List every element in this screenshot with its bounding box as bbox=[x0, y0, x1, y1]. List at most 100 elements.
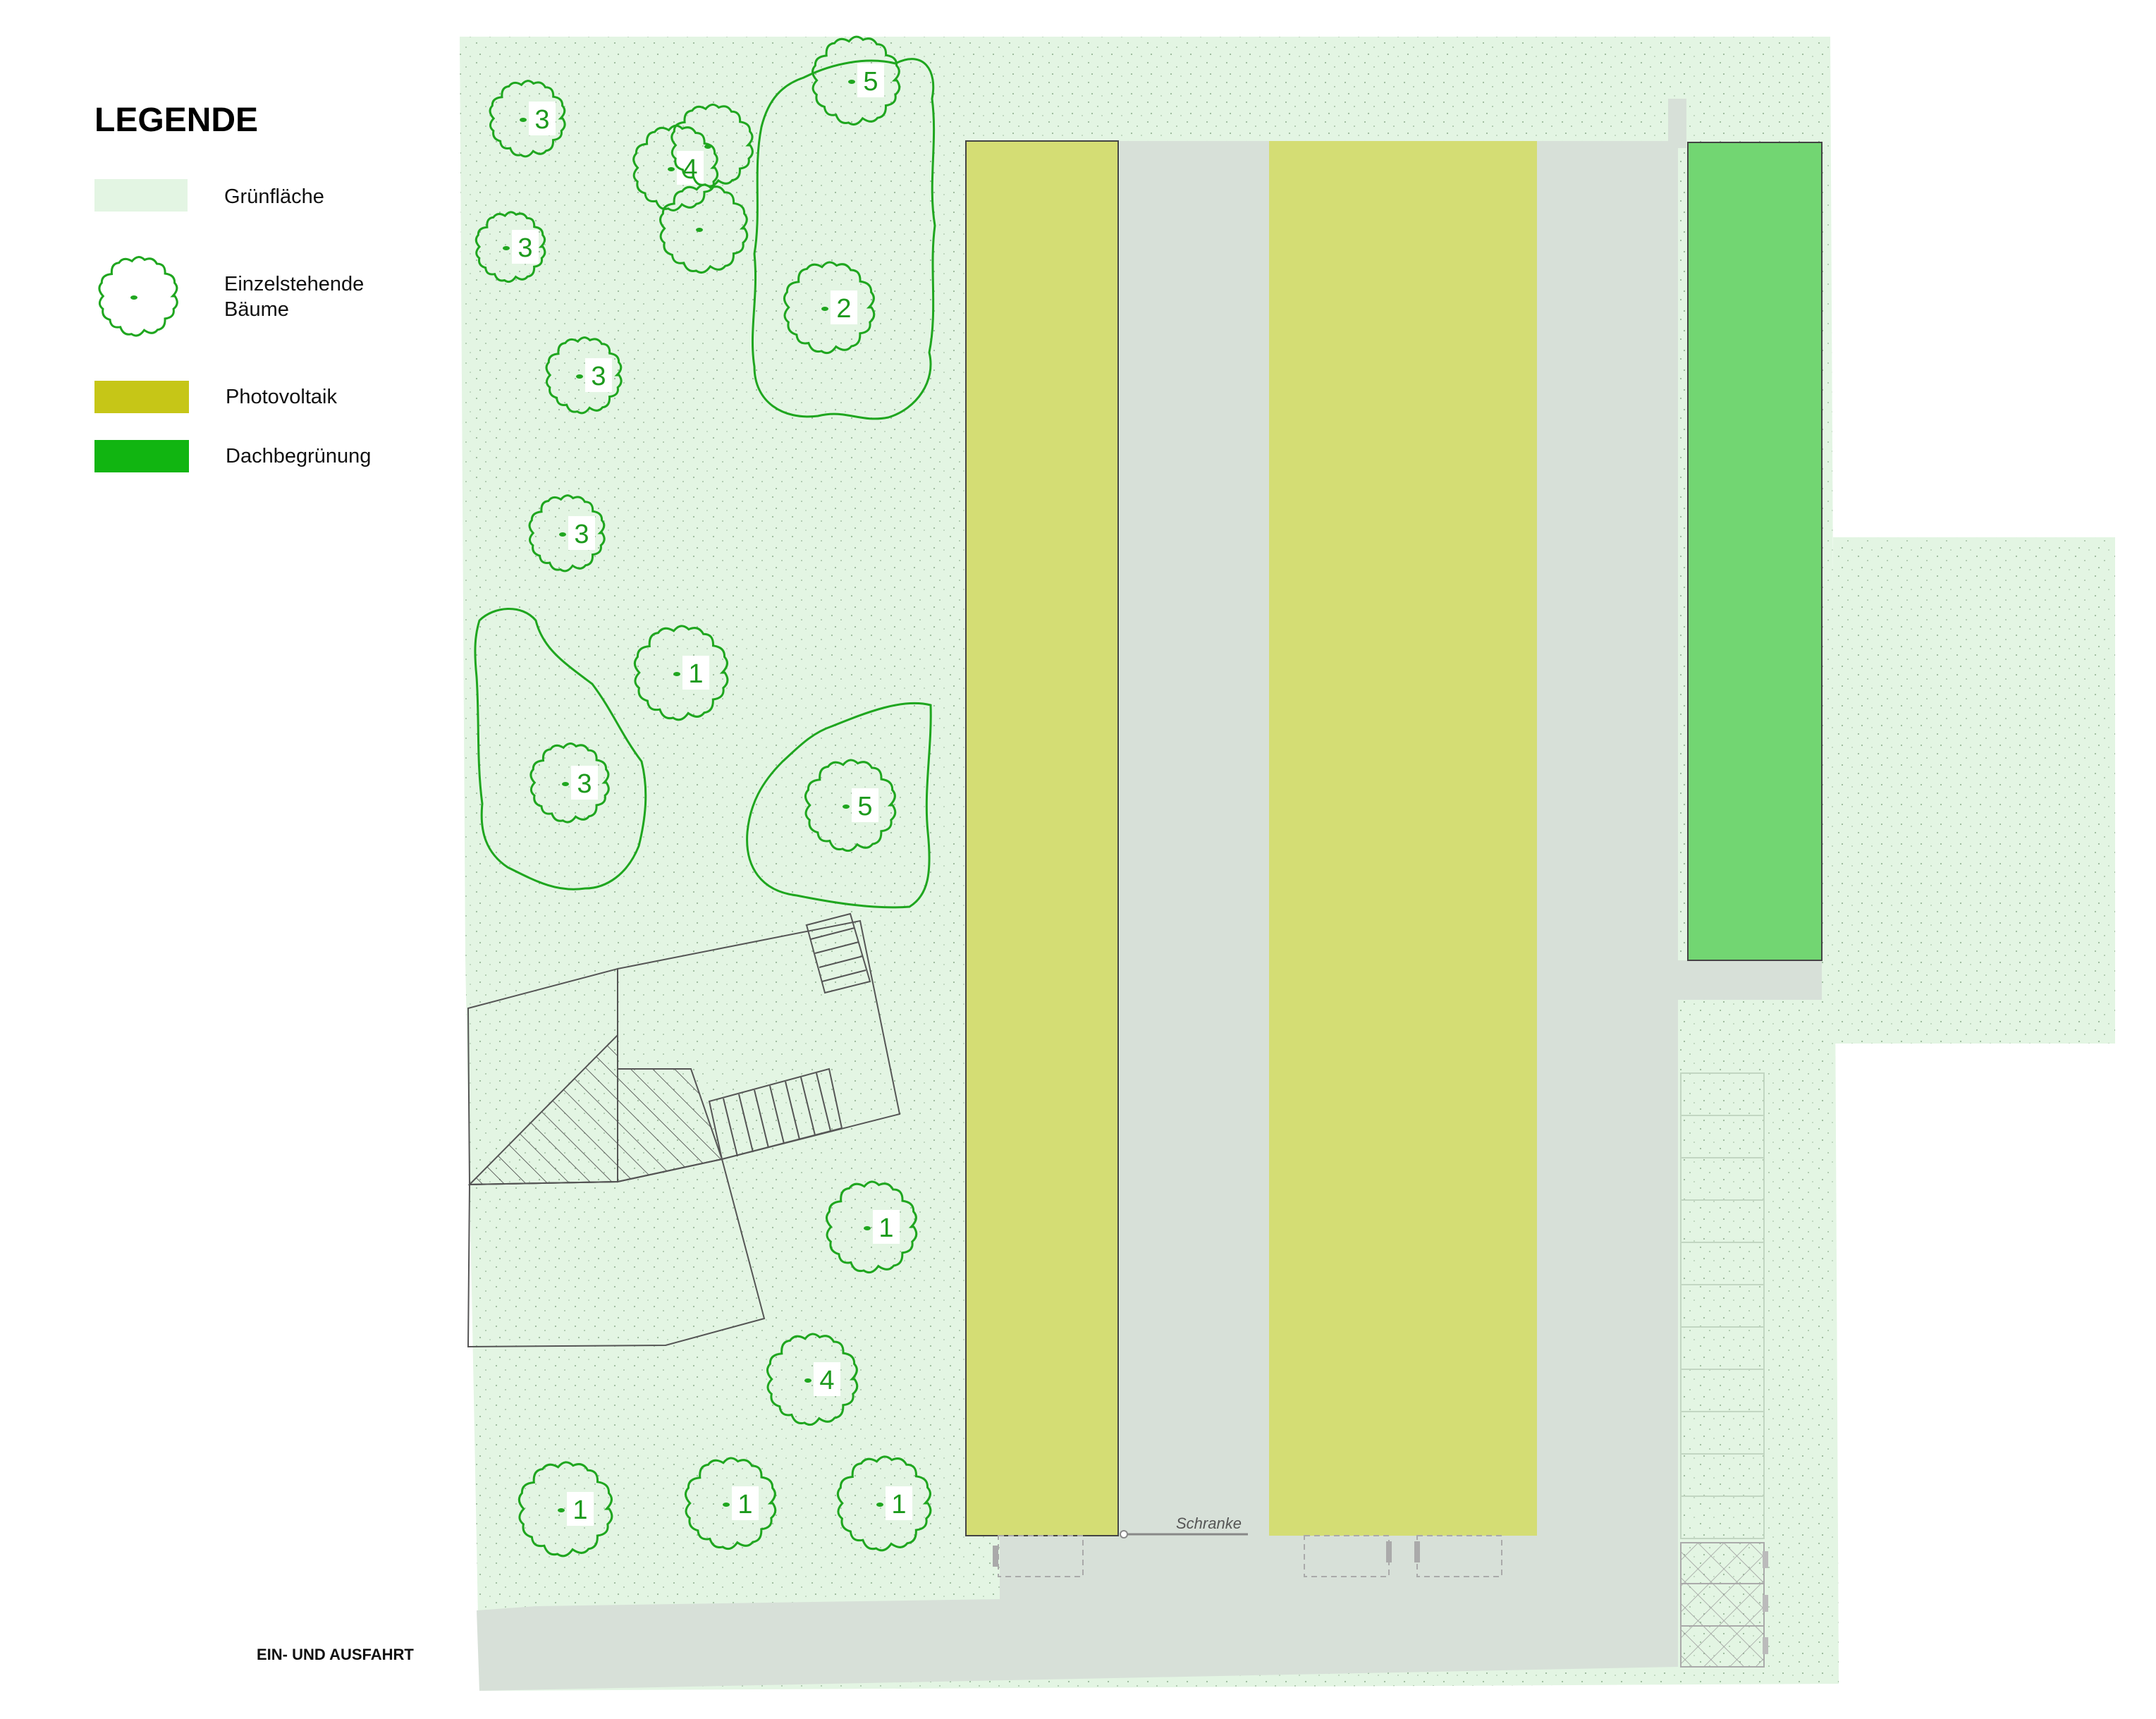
tree-9: 3 bbox=[529, 742, 610, 824]
legend-label-trees-line1: Einzelstehende bbox=[224, 273, 364, 295]
tree-trunk-mark bbox=[848, 80, 855, 84]
tree-trunk-mark bbox=[558, 1508, 565, 1512]
tree-label-bg bbox=[831, 290, 857, 324]
tree-trunk-mark bbox=[876, 1503, 883, 1507]
tree-crown bbox=[783, 261, 876, 355]
tree-2: 3 bbox=[489, 80, 566, 158]
tree-label-bg bbox=[732, 1486, 759, 1520]
tree-1: 5 bbox=[811, 35, 901, 126]
tree-crown bbox=[474, 211, 546, 283]
bike-shelter bbox=[1680, 1542, 1768, 1668]
legend-title: LEGENDE bbox=[94, 102, 258, 139]
tree-crown bbox=[659, 183, 749, 274]
pv-group bbox=[965, 140, 1537, 1536]
road-group bbox=[477, 99, 1822, 1691]
tree-crown bbox=[766, 1333, 859, 1426]
road-bottom bbox=[477, 1536, 1678, 1691]
legend-swatch-green-roof bbox=[94, 440, 189, 472]
tree-label: 1 bbox=[878, 1213, 893, 1243]
tree-label-bg bbox=[873, 1210, 900, 1244]
tree-trunk-mark bbox=[668, 167, 675, 171]
legend-label-green-area: Grünfläche bbox=[224, 185, 324, 208]
road-connector bbox=[1678, 960, 1822, 1000]
parking-stalls bbox=[1680, 1072, 1765, 1539]
tree-label-bg bbox=[814, 1362, 840, 1396]
tree-crown bbox=[811, 35, 901, 126]
tree-label: 3 bbox=[591, 362, 606, 391]
tree-trunk-mark bbox=[520, 118, 527, 122]
tree-crown bbox=[632, 124, 718, 212]
tree-label-bg bbox=[585, 358, 612, 392]
road-notch bbox=[1668, 99, 1686, 148]
tree-label: 1 bbox=[891, 1490, 906, 1519]
tree-trunk-mark bbox=[723, 1503, 730, 1507]
tree-5: 2 bbox=[783, 261, 876, 355]
legend-swatch-photovoltaic bbox=[94, 381, 189, 413]
tree-crown bbox=[670, 103, 754, 188]
tree-crown bbox=[685, 1457, 777, 1550]
shrub-group-middle-left bbox=[474, 608, 647, 891]
terrace-structure bbox=[467, 912, 901, 1348]
tree-icon-shape bbox=[670, 103, 754, 188]
tree-trunk-mark bbox=[843, 805, 850, 809]
tree-trunk-mark bbox=[704, 145, 711, 149]
road-lane-1 bbox=[1120, 141, 1269, 1558]
legend-label-trees-line2: Bäume bbox=[224, 298, 289, 321]
tree-label: 1 bbox=[572, 1495, 587, 1525]
tree-trunk-mark bbox=[696, 228, 703, 232]
barrier: Schranke bbox=[1120, 1515, 1248, 1538]
tree-label: 1 bbox=[737, 1490, 752, 1519]
tree-7: 3 bbox=[528, 494, 606, 573]
tree-crown bbox=[836, 1455, 932, 1552]
tree-label-bg bbox=[857, 63, 884, 97]
tree-label: 5 bbox=[863, 67, 878, 97]
barrier-label: Schranke bbox=[1176, 1515, 1242, 1532]
tree-label-bg bbox=[886, 1486, 912, 1520]
tree-crown bbox=[98, 256, 178, 337]
tree-8: 1 bbox=[633, 625, 729, 721]
tree-label: 3 bbox=[574, 520, 589, 549]
entrance-label: EIN- UND AUSFAHRT bbox=[257, 1646, 414, 1663]
tree-crown bbox=[633, 625, 729, 721]
shrub-group-middle-right bbox=[746, 702, 932, 909]
green-roof bbox=[1687, 142, 1823, 961]
shrub-groups bbox=[474, 58, 936, 909]
tree-label: 3 bbox=[534, 105, 549, 135]
tree-label-bg bbox=[571, 766, 598, 800]
tree-trunk-mark bbox=[864, 1226, 871, 1230]
tree-crown bbox=[826, 1180, 918, 1274]
tree-icon-shape bbox=[659, 183, 749, 274]
tree-label-bg bbox=[677, 151, 704, 185]
legend: LEGENDE Grünfläche Einzelstehende Bäume … bbox=[94, 102, 371, 472]
tree-trunk-mark bbox=[821, 307, 828, 311]
shrub-group-north bbox=[751, 58, 936, 420]
tree-trunk-mark bbox=[503, 246, 510, 250]
pv-roof-west bbox=[965, 140, 1119, 1536]
tree-label-bg bbox=[529, 102, 556, 135]
tree-trunk-mark bbox=[130, 295, 137, 300]
tree-label: 3 bbox=[517, 233, 532, 263]
tree-crown bbox=[529, 742, 610, 824]
road-lane-2 bbox=[1537, 141, 1678, 1558]
tree-crown bbox=[804, 759, 897, 852]
tree-label-bg bbox=[568, 516, 595, 550]
tree-label-bg bbox=[512, 230, 539, 264]
tree-icon bbox=[98, 256, 178, 337]
tree-11: 1 bbox=[826, 1180, 918, 1274]
tree-trunk-mark bbox=[559, 532, 566, 537]
green-area-east-texture bbox=[1833, 537, 2115, 1044]
tree-crown bbox=[528, 494, 606, 573]
tree-label-bg bbox=[567, 1492, 594, 1526]
tree-trunk-mark bbox=[576, 374, 583, 379]
tree-label: 4 bbox=[819, 1366, 834, 1395]
tree-14: 1 bbox=[685, 1457, 777, 1550]
tree-10: 5 bbox=[804, 759, 897, 852]
tree-crown bbox=[545, 336, 623, 415]
tree-label-bg bbox=[682, 656, 709, 690]
tree-4: 3 bbox=[474, 211, 546, 283]
tree-label: 5 bbox=[857, 792, 872, 821]
tree-15: 1 bbox=[836, 1455, 932, 1552]
tree-trunk-mark bbox=[562, 782, 569, 786]
